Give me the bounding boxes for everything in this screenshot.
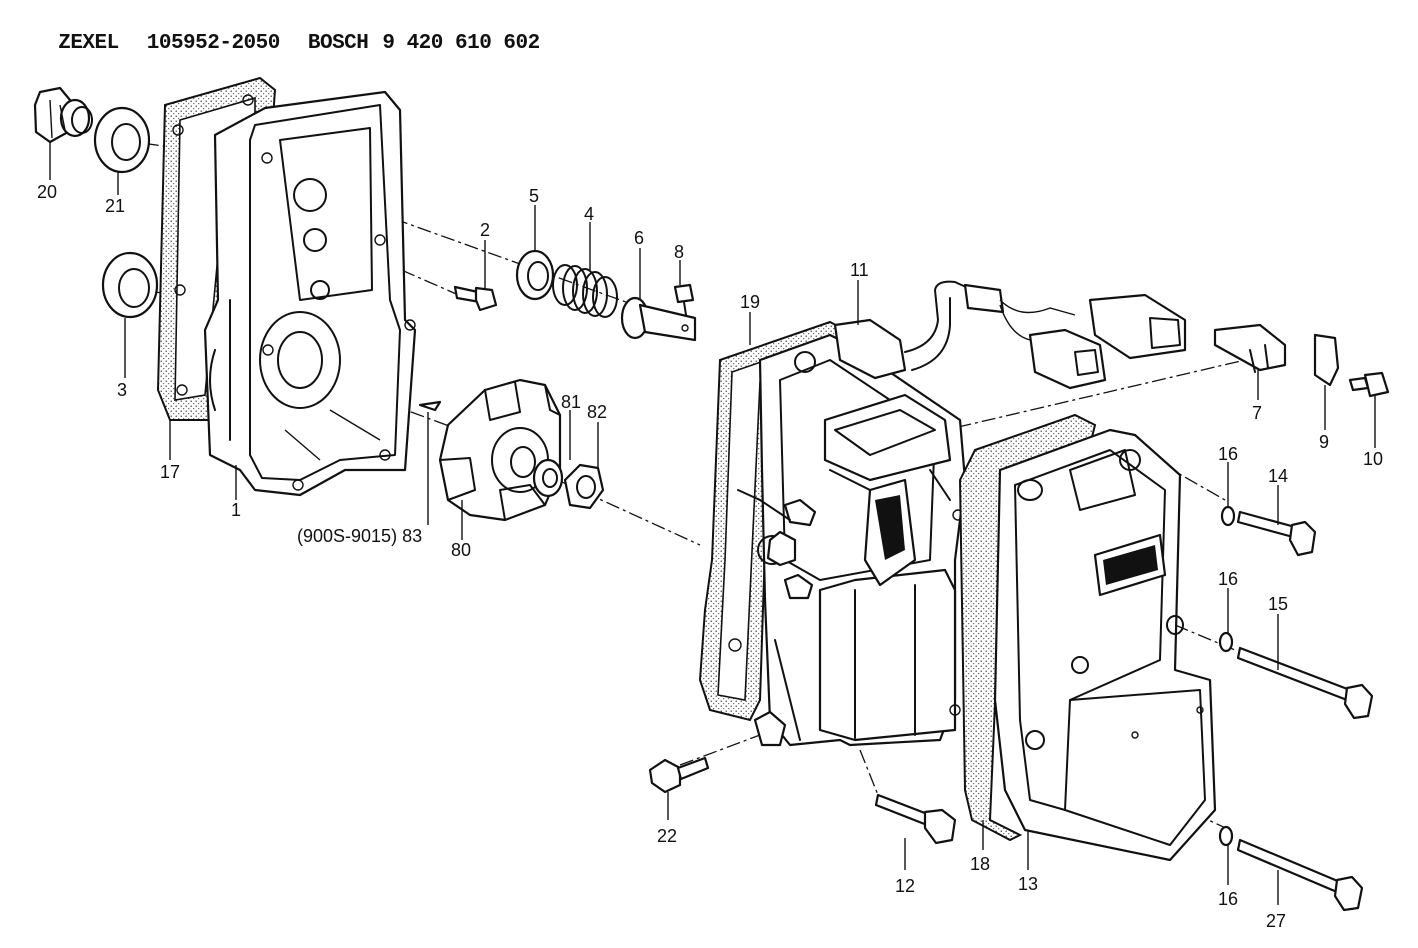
key-83 [418,400,442,412]
oil-seal-3 [101,251,159,319]
washer-16-bottom [1218,825,1234,847]
washer-16-top [1220,505,1236,527]
callout-17: 17 [160,462,180,482]
bolt-12 [874,793,957,845]
callout-5: 5 [529,186,539,206]
callout-1: 1 [231,500,241,520]
nut-82 [563,463,605,510]
callout-14: 14 [1268,466,1288,486]
lever-6 [620,296,697,342]
brand-bosch: BOSCH [307,32,369,55]
callout-2: 2 [480,220,490,240]
callout-20: 20 [37,182,57,202]
callout-83: (900S-9015) 83 [297,526,422,546]
callout-8: 8 [674,242,684,262]
callout-12: 12 [895,876,915,896]
brand-zexel: ZEXEL [58,32,119,55]
leader-lines [49,142,1376,905]
callout-16-bottom: 16 [1218,889,1238,909]
callout-4: 4 [584,204,594,224]
callout-82: 82 [587,402,607,422]
spring-seat-5 [515,249,555,301]
gasket-18 [958,413,1097,842]
callout-16-top: 16 [1218,444,1238,464]
washer-81 [532,458,564,498]
callout-9: 9 [1319,432,1329,452]
callout-10: 10 [1363,449,1383,469]
screw-8 [673,283,695,316]
connector-7 [1213,323,1287,373]
cover-13 [993,428,1217,862]
bracket-9 [1313,333,1340,387]
callout-13: 13 [1018,874,1038,894]
callout-81: 81 [561,392,581,412]
callout-22: 22 [657,826,677,846]
bolt-27 [1236,838,1364,912]
screw-10 [1348,371,1390,398]
callout-3: 3 [117,380,127,400]
seal-ring-21 [93,106,151,174]
harness-11 [833,280,1187,390]
diagram-header: ZEXEL 105952-2050 BOSCH 9 420 610 602 [34,9,568,55]
callout-15: 15 [1268,594,1288,614]
callout-18: 18 [970,854,990,874]
callout-7: 7 [1252,403,1262,423]
bolt-15 [1236,646,1374,720]
callout-80: 80 [451,540,471,560]
callout-21: 21 [105,196,125,216]
bolt-22 [648,756,710,794]
bolt-14 [1236,510,1317,557]
callout-11: 11 [850,260,869,280]
callout-19: 19 [740,292,760,312]
rotor-80 [438,378,562,522]
callout-6: 6 [634,228,644,248]
housing-1 [203,90,417,497]
zexel-part-number: 105952-2050 [146,32,281,55]
bosch-part-number: 9 420 610 602 [382,32,540,55]
washer-16-middle [1218,631,1234,653]
callout-labels: 20 21 3 17 1 2 5 4 6 8 19 11 7 9 10 16 1… [37,182,1383,931]
callout-27: 27 [1266,911,1286,931]
plug-20 [33,86,93,144]
callout-16-middle: 16 [1218,569,1238,589]
bolt-2 [453,285,498,312]
spring-4 [552,264,618,318]
actuator-body [728,333,967,747]
